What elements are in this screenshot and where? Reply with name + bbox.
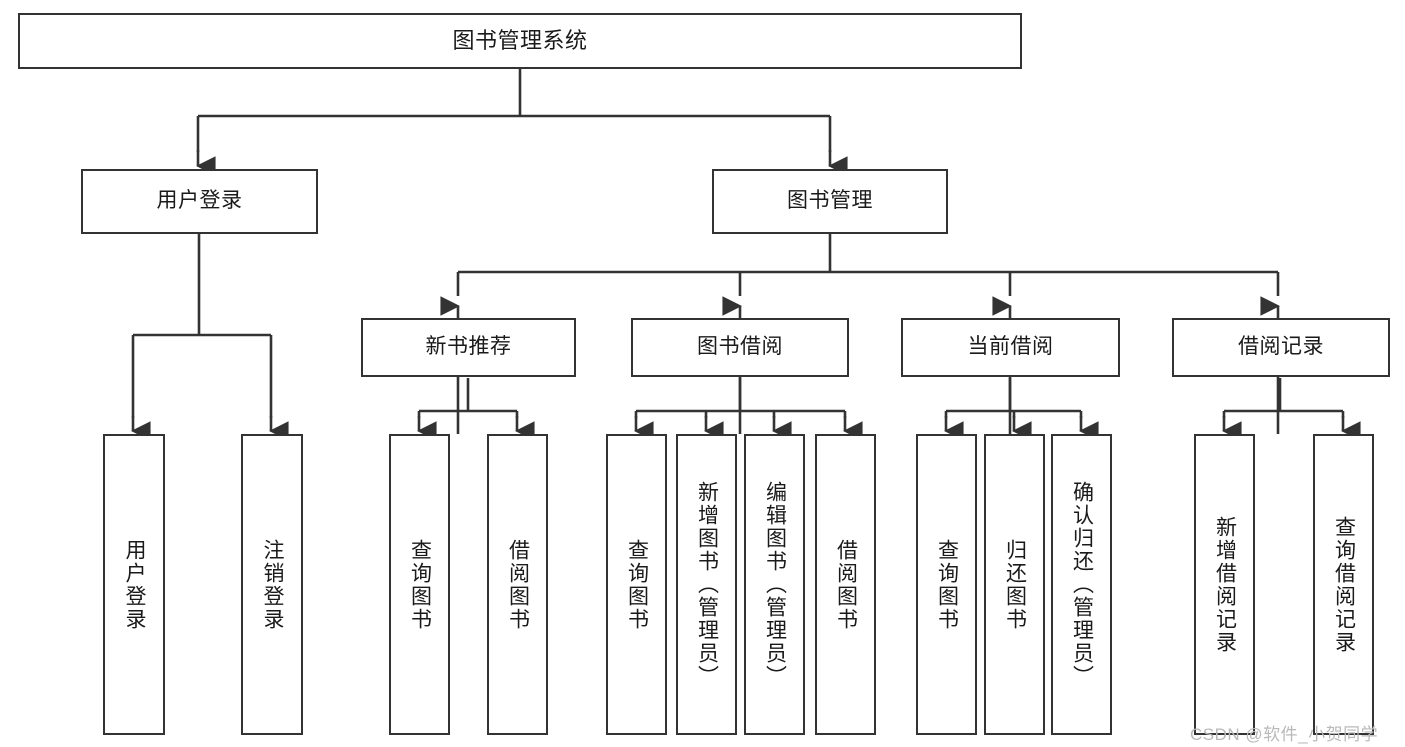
node-label: 用户登录 [156,189,243,213]
leaf-user-login[interactable]: 用户登录 [103,434,165,735]
leaf-logout[interactable]: 注销登录 [241,434,303,735]
node-label: 图书借阅 [697,335,783,359]
leaf-add-borrow-record[interactable]: 新增借阅记录 [1194,434,1255,735]
leaf-return-book[interactable]: 归还图书 [984,434,1045,735]
leaf-borrow-book-recommend[interactable]: 借阅图书 [487,434,548,735]
node-label: 查询图书 [935,538,959,631]
node-current-borrow[interactable]: 当前借阅 [901,318,1120,377]
leaf-query-book-current[interactable]: 查询图书 [916,434,977,735]
node-label: 图书管理系统 [452,28,588,54]
node-label: 编辑图书（管理员） [763,481,787,688]
node-user-login[interactable]: 用户登录 [81,169,318,234]
node-label: 借阅图书 [834,538,858,631]
node-label: 新增图书（管理员） [695,481,719,688]
node-label: 新书推荐 [425,335,512,359]
node-label: 查询图书 [625,538,649,631]
node-label: 查询图书 [408,538,432,631]
leaf-borrow-book[interactable]: 借阅图书 [815,434,876,735]
node-book-management[interactable]: 图书管理 [712,169,948,234]
node-label: 确认归还（管理员） [1070,481,1094,688]
leaf-edit-book-admin[interactable]: 编辑图书（管理员） [744,434,805,735]
leaf-add-book-admin[interactable]: 新增图书（管理员） [676,434,737,735]
leaf-query-book-recommend[interactable]: 查询图书 [389,434,450,735]
node-label: 查询借阅记录 [1332,515,1356,654]
node-book-borrow[interactable]: 图书借阅 [631,318,849,377]
node-label: 借阅记录 [1238,335,1324,359]
node-label: 归还图书 [1003,538,1027,631]
watermark: CSDN @软件_小贺同学 [1190,725,1379,744]
node-new-book-recommend[interactable]: 新书推荐 [361,318,576,377]
node-label: 新增借阅记录 [1213,515,1237,654]
leaf-confirm-return-admin[interactable]: 确认归还（管理员） [1051,434,1112,735]
node-root-system[interactable]: 图书管理系统 [18,13,1022,69]
node-label: 图书管理 [787,189,873,213]
node-label: 当前借阅 [967,335,1054,359]
node-label: 借阅图书 [506,538,530,631]
leaf-query-book-borrow[interactable]: 查询图书 [606,434,667,735]
node-borrow-records[interactable]: 借阅记录 [1172,318,1390,377]
leaf-query-borrow-record[interactable]: 查询借阅记录 [1313,434,1374,735]
node-label: 注销登录 [261,538,285,631]
node-label: 用户登录 [123,538,147,631]
